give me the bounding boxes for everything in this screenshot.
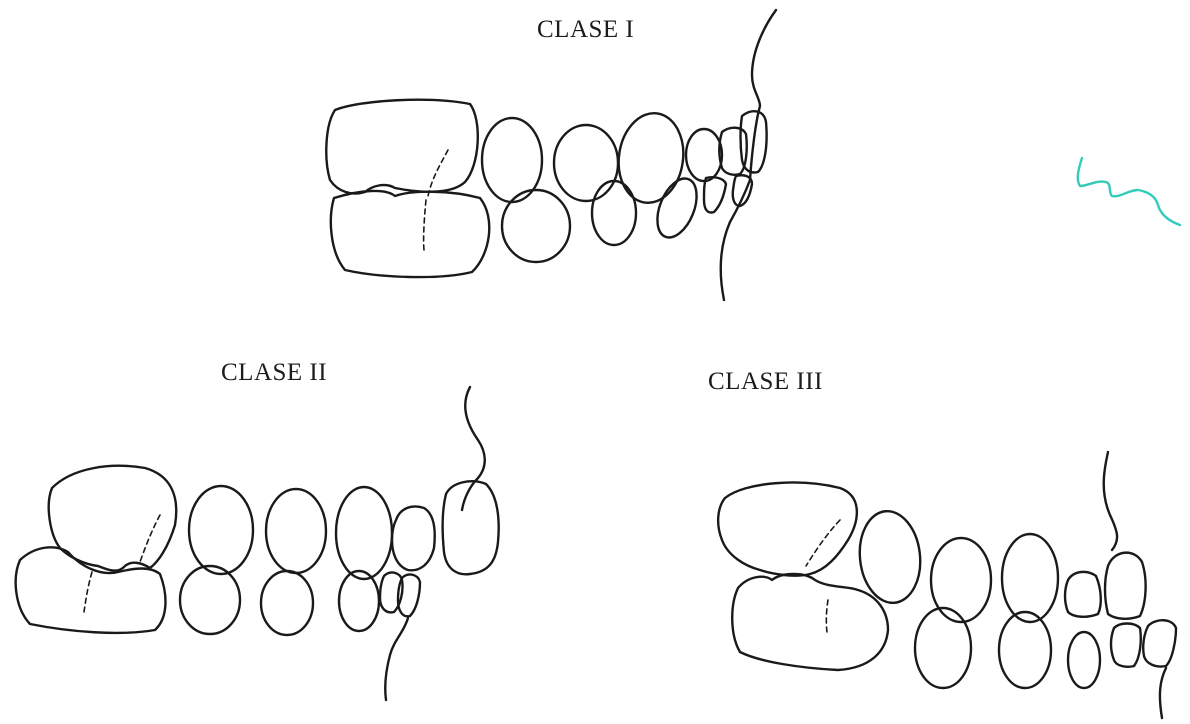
class-1-lower-molar <box>331 191 489 277</box>
class-1-label: CLASE I <box>537 16 634 43</box>
class-3-lower-molar <box>732 574 888 670</box>
teal-pen-scribble <box>1078 158 1180 225</box>
class-3-lower-incisor-1 <box>1111 624 1141 667</box>
class-1-lower-premolar-2 <box>502 190 570 262</box>
class-2-upper-central-incisor <box>443 481 499 574</box>
class-3-upper-central-incisor <box>1105 553 1146 619</box>
class-1-upper-canine <box>613 109 689 207</box>
class-3-lower-molar-groove <box>826 600 828 632</box>
class-2-upper-molar-groove <box>140 515 160 562</box>
class-3-lower-canine <box>1068 632 1100 688</box>
class-2-lower-molar-groove <box>84 572 92 612</box>
class-1-lower-premolar-1 <box>592 181 636 245</box>
class-2-upper-premolar-2 <box>189 486 253 574</box>
class-1-upper-molar <box>326 100 478 194</box>
class-1-upper-lateral-incisor <box>686 129 722 181</box>
class-2-upper-canine <box>336 487 392 579</box>
class-3-label: CLASE III <box>708 368 823 395</box>
class-3-lower-premolar-2 <box>915 608 971 688</box>
class-2-lower-premolar-1 <box>261 571 313 635</box>
class-1-upper-central-incisor-1 <box>719 128 746 175</box>
class-3-upper-molar <box>718 483 857 576</box>
class-1-upper-premolar-1 <box>554 125 618 201</box>
class-1-lower-molar-groove <box>424 200 426 250</box>
class-2-lower-premolar-2 <box>180 566 240 634</box>
class-3-lower-premolar-1 <box>999 612 1051 688</box>
class-2-lower-molar <box>16 547 166 633</box>
class-2-upper-premolar-1 <box>266 489 326 573</box>
class-3-upper-lateral-incisor <box>1065 572 1101 617</box>
class-3-diagram: CLASE III <box>708 368 1176 718</box>
class-2-diagram: CLASE II <box>16 359 499 700</box>
class-1-lower-incisor-1 <box>704 177 726 212</box>
class-1-diagram: CLASE I <box>326 10 776 300</box>
class-1-soft-tissue-profile <box>721 10 776 300</box>
class-3-soft-tissue-profile <box>1104 452 1166 718</box>
class-3-upper-canine <box>1002 534 1058 622</box>
class-2-label: CLASE II <box>221 359 327 386</box>
class-3-lower-incisor-2 <box>1143 620 1176 666</box>
class-2-lower-canine <box>339 571 379 631</box>
class-2-upper-molar <box>49 466 177 571</box>
class-3-upper-premolar-2 <box>855 508 924 606</box>
class-1-upper-molar-groove <box>428 150 448 196</box>
class-2-upper-lateral-incisor <box>392 507 435 571</box>
